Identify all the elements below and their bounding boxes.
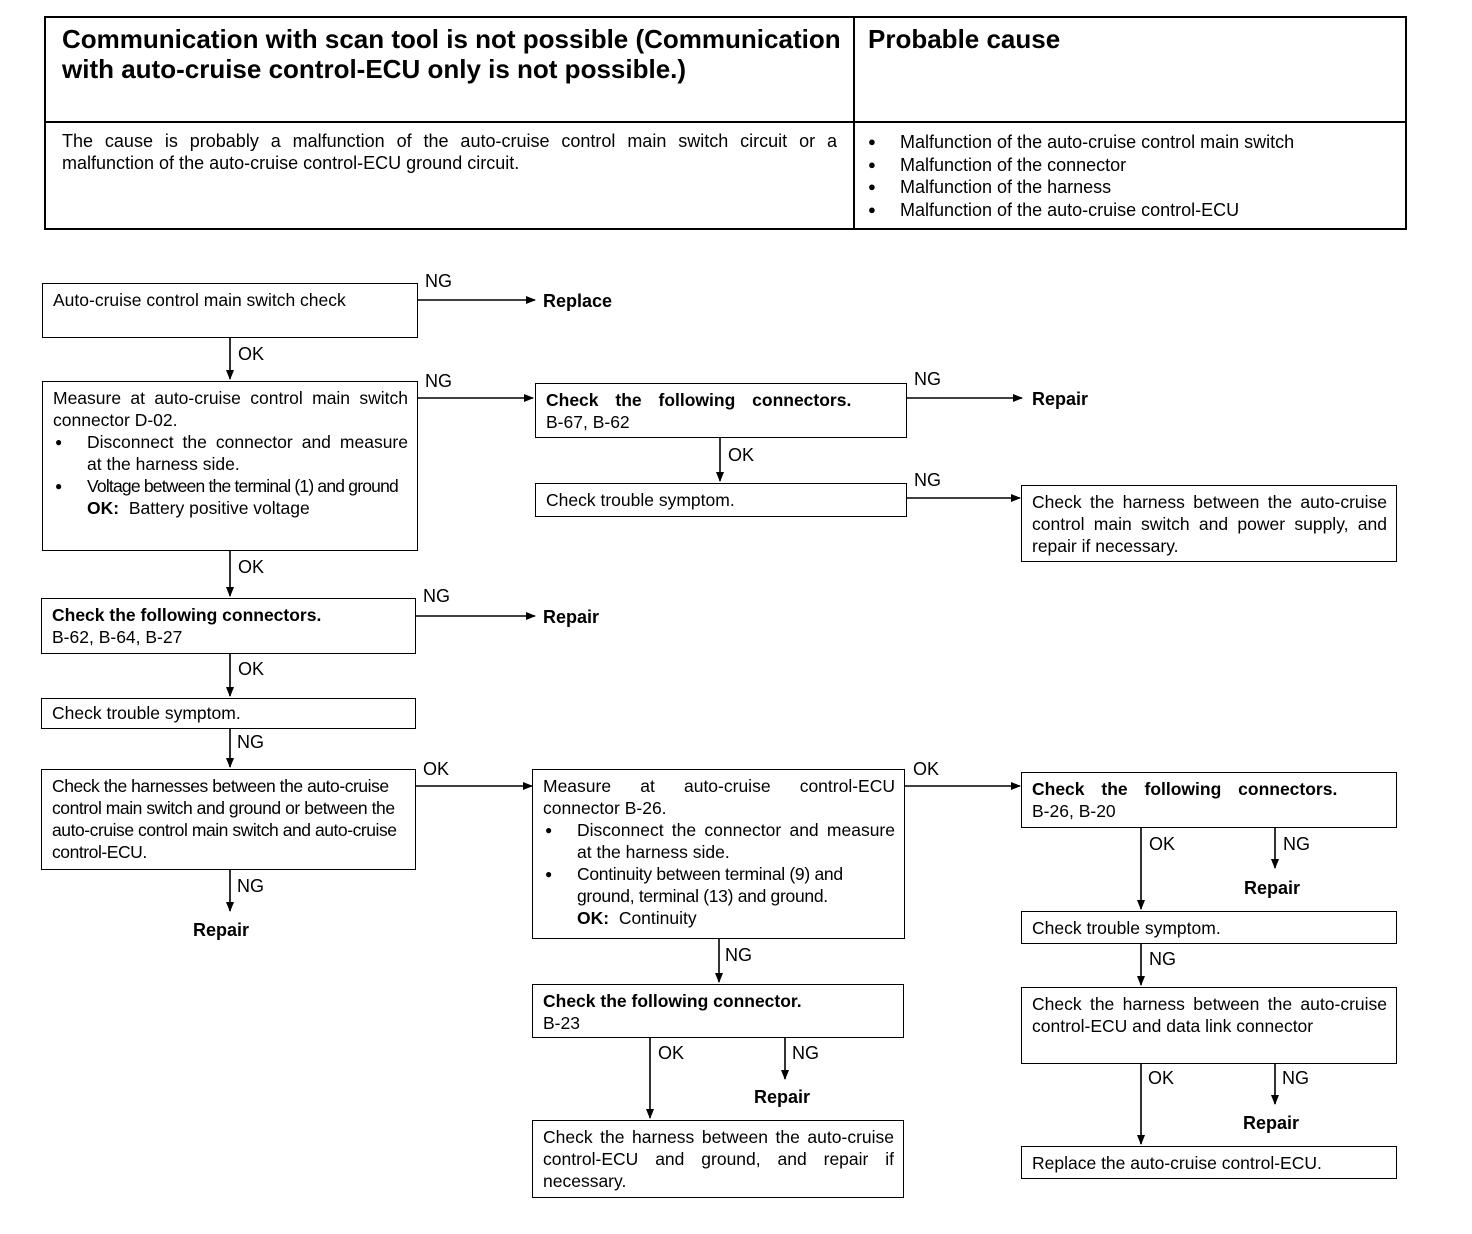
node-text: Check the harness between the auto-cruis… (543, 1127, 894, 1191)
node-check-connectors-b67: Check the following connectors. B-67, B-… (535, 383, 907, 438)
ok-label: OK (423, 759, 450, 779)
node-connectors: B-23 (543, 1013, 580, 1033)
ok-label: OK (238, 659, 265, 679)
ng-label: NG (1282, 1068, 1309, 1088)
node-trouble-symptom-2: Check trouble symptom. (535, 483, 907, 517)
node-title: Check the following connectors. (1032, 779, 1338, 799)
node-text: Check trouble symptom. (546, 490, 735, 510)
ok-label: OK (238, 344, 265, 364)
node-text: Check the harness between the auto-cruis… (1032, 492, 1387, 556)
ok-criteria: OK: Battery positive voltage (53, 497, 408, 519)
node-connectors: B-26, B-20 (1032, 801, 1116, 821)
result-repair: Repair (754, 1087, 811, 1107)
result-repair: Repair (193, 920, 250, 940)
node-text: Check the harness between the auto-cruis… (1032, 994, 1387, 1036)
header-table (44, 16, 1407, 230)
ng-label: NG (725, 945, 752, 965)
ok-label: OK (1149, 834, 1176, 854)
ng-label: NG (792, 1043, 819, 1063)
node-harness-power-supply: Check the harness between the auto-cruis… (1021, 485, 1397, 562)
node-text: Measure at auto-cruise control main swit… (53, 388, 408, 430)
ok-label: OK (913, 759, 940, 779)
ng-label: NG (1283, 834, 1310, 854)
node-measure-b26: Measure at auto-cruise control-ECU conne… (532, 769, 905, 939)
ng-label: NG (425, 371, 452, 391)
node-harness-ground: Check the harnesses between the auto-cru… (41, 769, 416, 870)
node-check-connector-b23: Check the following connector. B-23 (532, 984, 904, 1038)
node-harness-ecu-ground: Check the harness between the auto-cruis… (532, 1120, 904, 1198)
node-main-switch-check: Auto-cruise control main switch check (42, 283, 418, 338)
ok-criteria-value: Battery positive voltage (128, 498, 310, 518)
node-text: Check trouble symptom. (1032, 918, 1221, 938)
node-trouble-symptom-3: Check trouble symptom. (1021, 911, 1397, 944)
ok-criteria-label: OK: (87, 498, 120, 518)
node-text: Check trouble symptom. (52, 703, 241, 723)
cause-item: Malfunction of the harness (868, 176, 1398, 199)
ng-label: NG (423, 586, 450, 606)
node-connectors: B-67, B-62 (546, 412, 630, 432)
node-text: Auto-cruise control main switch check (53, 290, 346, 310)
node-trouble-symptom-1: Check trouble symptom. (41, 698, 416, 729)
ng-label: NG (914, 470, 941, 490)
node-text: Replace the auto-cruise control-ECU. (1032, 1153, 1322, 1173)
node-connectors: B-62, B-64, B-27 (52, 627, 183, 647)
result-repair: Repair (543, 607, 600, 627)
ng-label: NG (237, 732, 264, 752)
result-replace: Replace (543, 291, 613, 311)
ng-label: NG (1149, 949, 1176, 969)
ok-label: OK (1148, 1068, 1175, 1088)
header-title: Communication with scan tool is not poss… (62, 24, 841, 84)
ok-criteria-label: OK: (577, 908, 610, 928)
result-repair: Repair (1243, 1113, 1300, 1133)
ok-label: OK (658, 1043, 685, 1063)
bullet-text: Voltage between the terminal (1) and gro… (53, 475, 408, 497)
ng-label: NG (425, 271, 452, 291)
header-description: The cause is probably a malfunction of t… (62, 131, 837, 173)
ng-label: NG (237, 876, 264, 896)
ok-criteria: OK: Continuity (543, 907, 895, 929)
ng-label: NG (914, 369, 941, 389)
cause-item: Malfunction of the auto-cruise control-E… (868, 199, 1398, 222)
bullet-text: Continuity between terminal (9) and grou… (543, 863, 895, 907)
header-row-divider (44, 121, 1407, 123)
node-title: Check the following connector. (543, 991, 802, 1011)
node-title: Check the following connectors. (546, 390, 852, 410)
node-title: Check the following connectors. (52, 605, 322, 625)
cause-item: Malfunction of the auto-cruise control m… (868, 131, 1398, 154)
node-text: Check the harnesses between the auto-cru… (52, 776, 397, 862)
bullet-text: Disconnect the connector and measure at … (543, 819, 895, 863)
header-divider (853, 16, 855, 230)
probable-cause-list: Malfunction of the auto-cruise control m… (868, 131, 1398, 221)
cause-item: Malfunction of the connector (868, 154, 1398, 177)
bullet-text: Disconnect the connector and measure at … (53, 431, 408, 475)
node-replace-ecu: Replace the auto-cruise control-ECU. (1021, 1146, 1397, 1179)
probable-cause-title: Probable cause (868, 24, 1061, 54)
node-harness-data-link: Check the harness between the auto-cruis… (1021, 987, 1397, 1064)
ok-criteria-value: Continuity (618, 908, 697, 928)
result-repair: Repair (1244, 878, 1301, 898)
node-measure-d02: Measure at auto-cruise control main swit… (42, 381, 418, 551)
result-repair: Repair (1032, 389, 1089, 409)
node-check-connectors-b26: Check the following connectors. B-26, B-… (1021, 772, 1397, 828)
ok-label: OK (728, 445, 755, 465)
node-text: Measure at auto-cruise control-ECU conne… (543, 776, 895, 818)
node-check-connectors-b62: Check the following connectors. B-62, B-… (41, 598, 416, 654)
ok-label: OK (238, 557, 265, 577)
